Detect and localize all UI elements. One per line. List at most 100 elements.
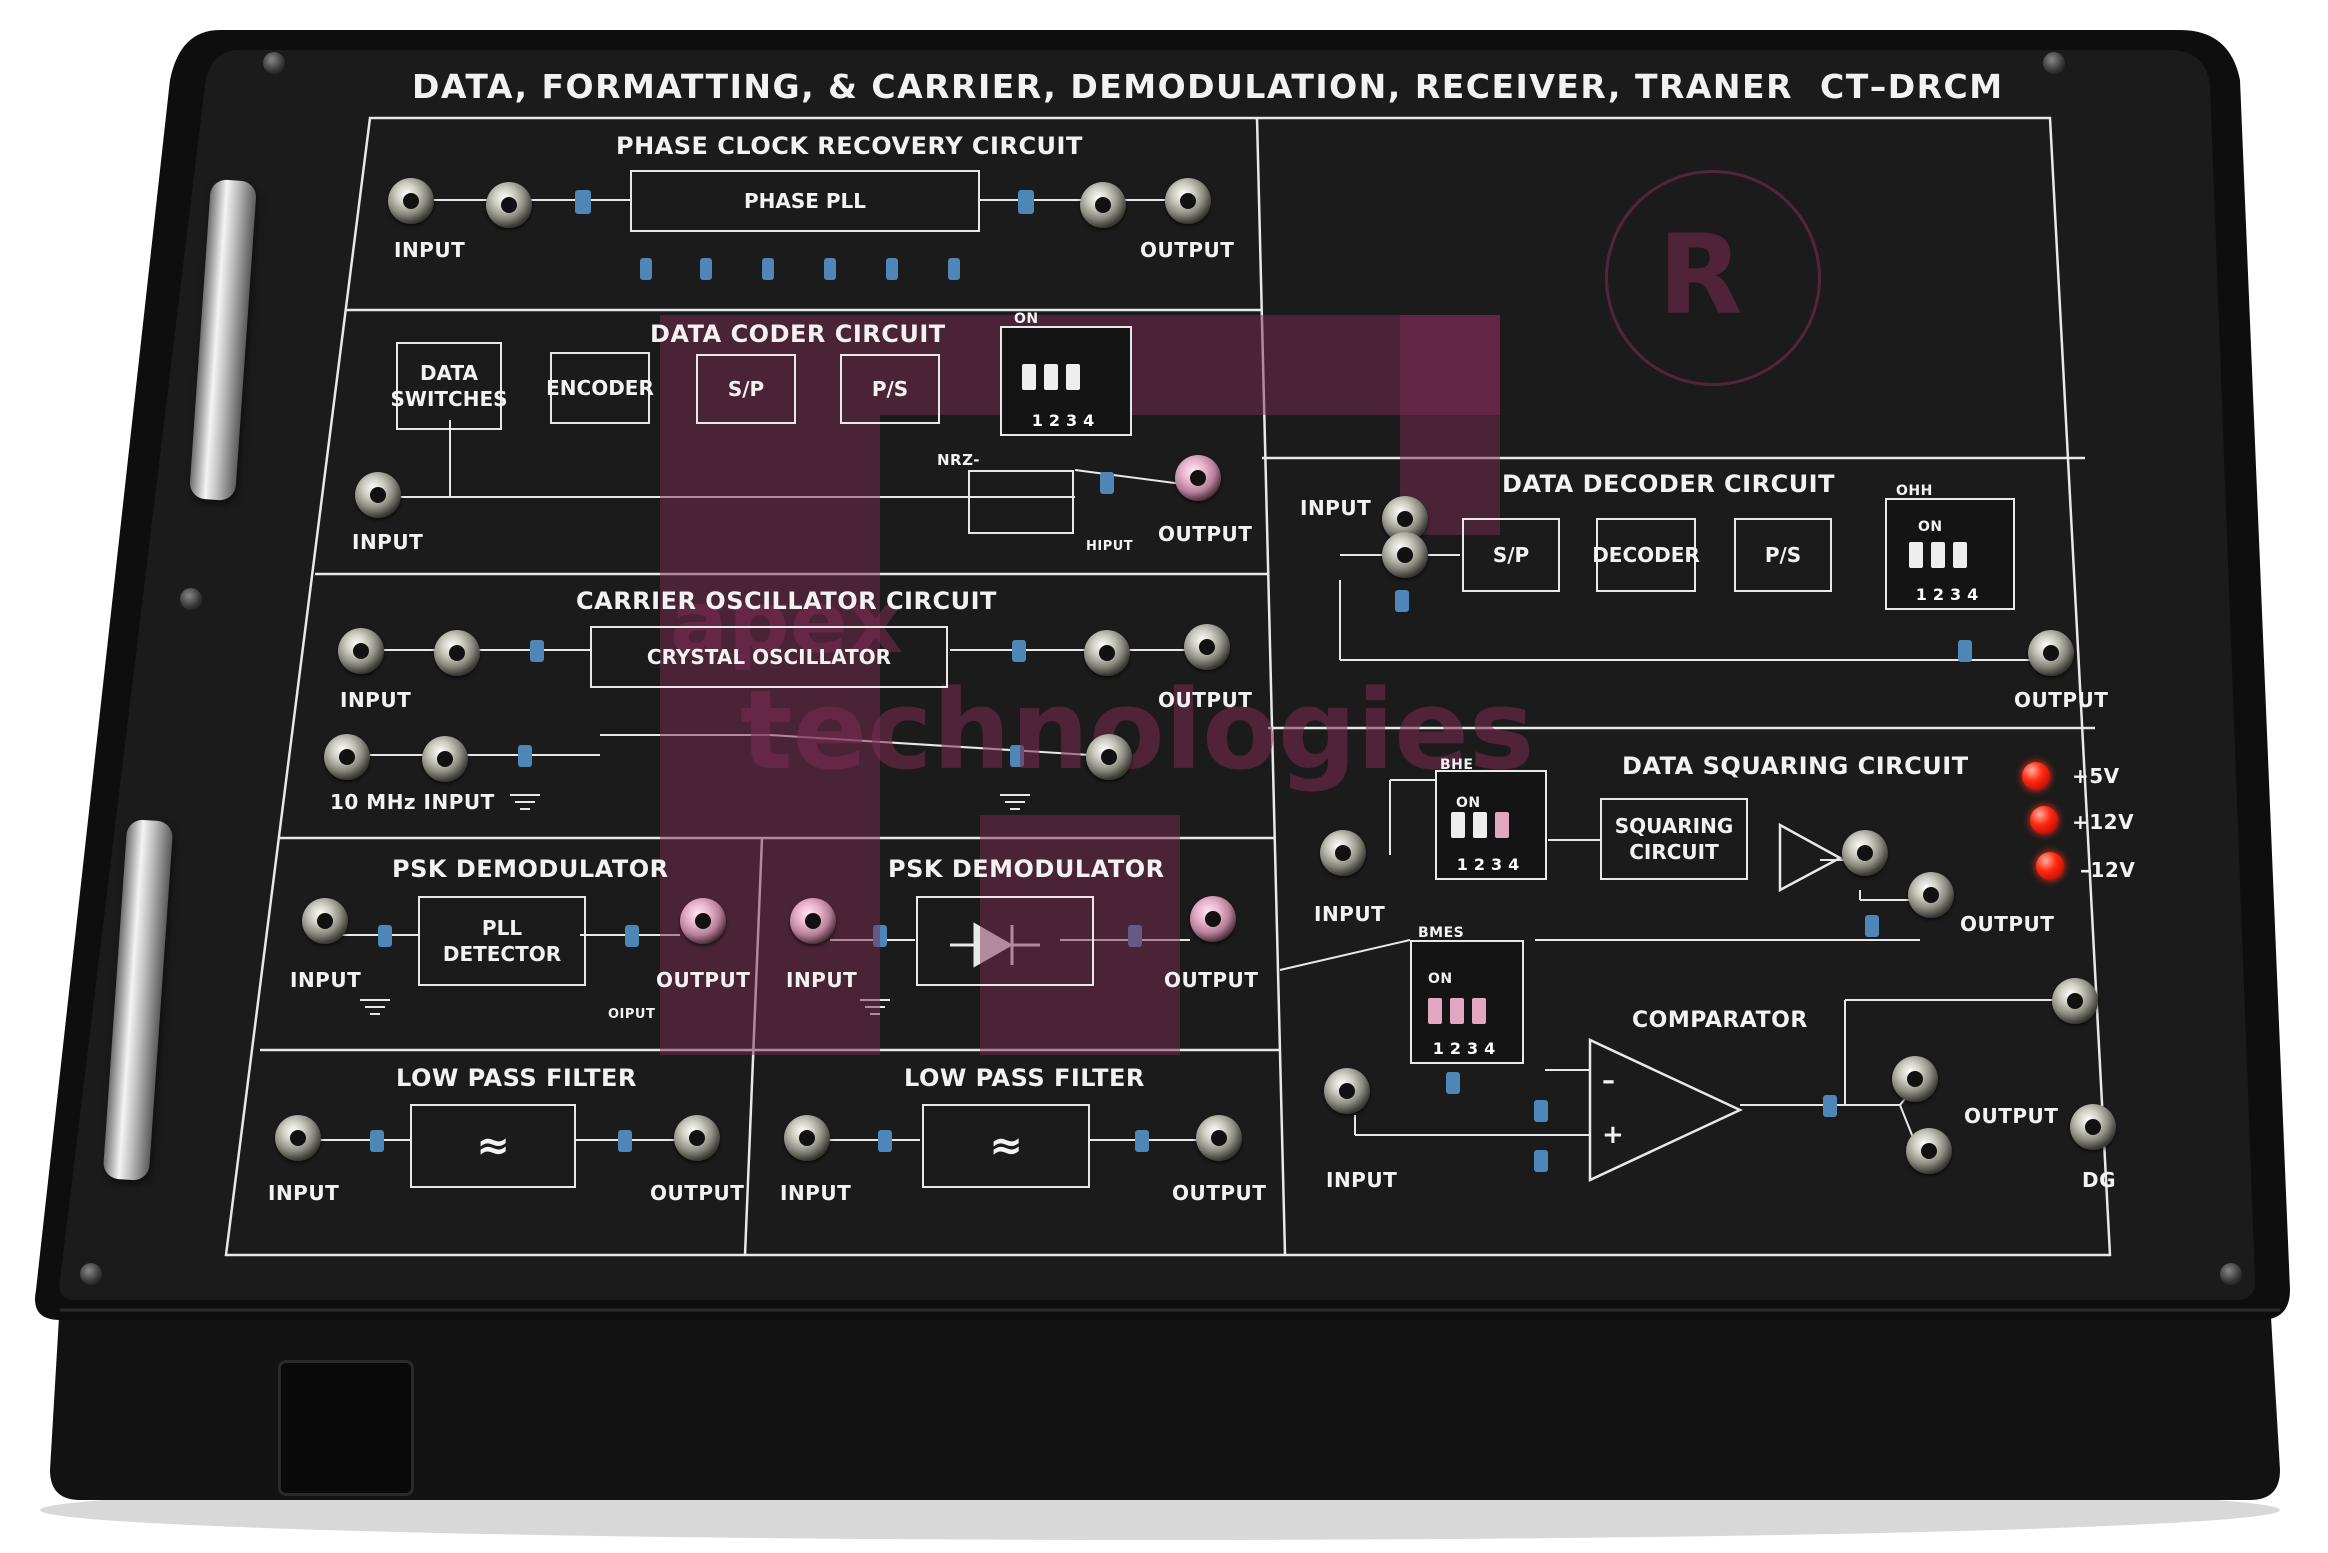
psk1-oiput-label: OIPUT	[608, 1007, 656, 1022]
data-decoder-title: DATA DECODER CIRCUIT	[1502, 470, 1835, 498]
signal-wires	[300, 199, 2060, 1156]
phase-clock-output-label: OUTPUT	[1140, 238, 1235, 262]
phase-clock-input-label: INPUT	[394, 238, 466, 262]
carrier-oscillator-title: CARRIER OSCILLATOR CIRCUIT	[576, 587, 997, 615]
decoder-input-label: INPUT	[1300, 496, 1372, 520]
comparator-minus-sign: –	[1602, 1066, 1616, 1096]
watermark-registered-mark: R	[1658, 211, 1743, 339]
led-12v	[2030, 806, 2058, 834]
data-coder-title: DATA CODER CIRCUIT	[650, 320, 946, 348]
carrier-output-label: OUTPUT	[1158, 688, 1253, 712]
lpf2-input-jack[interactable]	[784, 1115, 830, 1161]
lpf1-output-jack[interactable]	[674, 1115, 720, 1161]
coder-dip-numbers: 1234	[1031, 411, 1101, 430]
lpf2-title: LOW PASS FILTER	[904, 1064, 1145, 1092]
carrier-output-jack[interactable]	[1184, 624, 1230, 670]
label-12v: +12V	[2072, 810, 2135, 834]
coder-dip-switch[interactable]: 1234	[1000, 326, 1132, 436]
comparator-dip-on-label: ON	[1428, 971, 1453, 987]
comparator-title: COMPARATOR	[1632, 1008, 1808, 1033]
squaring-input-label: INPUT	[1314, 902, 1386, 926]
model-number: CT–DRCM	[1820, 67, 2004, 106]
data-coder-hiput-label: HIPUT	[1086, 539, 1134, 554]
decoder-dip-top-label: OHH	[1896, 483, 1933, 499]
decoder-input-jack-2[interactable]	[1382, 532, 1428, 578]
carrier-10mhz-out-jack[interactable]	[1086, 734, 1132, 780]
comparator-symbol	[1588, 1038, 1743, 1182]
lpf1-output-label: OUTPUT	[650, 1181, 745, 1205]
buffer-symbol	[1778, 822, 1843, 893]
watermark-registered-circle	[1605, 170, 1821, 386]
squaring-dip-switch[interactable]: 1234	[1435, 770, 1547, 880]
data-coder-output-label: OUTPUT	[1158, 522, 1253, 546]
comparator-dip-switch[interactable]: 1234	[1410, 940, 1524, 1064]
comparator-plus-sign: +	[1602, 1120, 1625, 1150]
comparator-top-jack[interactable]	[2052, 978, 2098, 1024]
phase-clock-mid-jack[interactable]	[486, 182, 532, 228]
label-5v: +5V	[2072, 764, 2120, 788]
squaring-dip-top-label: BHE	[1440, 757, 1474, 773]
squaring-circuit-block: SQUARING CIRCUIT	[1600, 798, 1748, 880]
screw-br	[2220, 1263, 2242, 1285]
coder-dip-on-label: ON	[1014, 311, 1039, 327]
psk2-title: PSK DEMODULATOR	[888, 855, 1165, 883]
squaring-dip-numbers: 1234	[1456, 855, 1526, 874]
carrier-input-jack[interactable]	[338, 628, 384, 674]
psk2-input-label: INPUT	[786, 968, 858, 992]
led-minus12v	[2036, 852, 2064, 880]
data-switches-block: DATA SWITCHES	[390, 342, 508, 430]
coder-ps-block: P/S	[840, 354, 940, 424]
decoder-output-label: OUTPUT	[2014, 688, 2109, 712]
comparator-out-jack-2[interactable]	[1906, 1128, 1952, 1174]
data-coder-input-jack[interactable]	[355, 472, 401, 518]
screw-bl	[80, 1263, 102, 1285]
component-marks	[370, 190, 1972, 1172]
psk2-input-jack[interactable]	[790, 898, 836, 944]
encoder-block: ENCODER	[546, 352, 654, 424]
decoder-output-jack[interactable]	[2028, 630, 2074, 676]
section-lines	[224, 116, 2112, 1257]
comparator-input-jack[interactable]	[1324, 1068, 1370, 1114]
psk1-title: PSK DEMODULATOR	[392, 855, 669, 883]
squaring-input-jack[interactable]	[1320, 830, 1366, 876]
carrier-10mhz-input-jack[interactable]	[324, 734, 370, 780]
phase-clock-out-mid-jack[interactable]	[1080, 182, 1126, 228]
comparator-dg-jack[interactable]	[2070, 1104, 2116, 1150]
label-minus12v: –12V	[2080, 858, 2136, 882]
squaring-output-label: OUTPUT	[1960, 912, 2055, 936]
watermark-brand-line1: apex	[670, 573, 904, 673]
lpf1-title: LOW PASS FILTER	[396, 1064, 637, 1092]
squaring-out-jack-1[interactable]	[1842, 830, 1888, 876]
phase-clock-output-jack[interactable]	[1165, 178, 1211, 224]
lpf1-input-jack[interactable]	[275, 1115, 321, 1161]
coder-sp-block: S/P	[696, 354, 796, 424]
diode-detector-block	[916, 896, 1094, 986]
carrier-mid-jack[interactable]	[434, 630, 480, 676]
psk1-output-jack[interactable]	[680, 898, 726, 944]
coder-nrz-block	[968, 470, 1074, 534]
psk1-input-jack[interactable]	[302, 898, 348, 944]
watermark-brand-line2: technologies	[740, 666, 1535, 794]
phase-clock-title: PHASE CLOCK RECOVERY CIRCUIT	[616, 132, 1083, 160]
psk2-output-jack[interactable]	[1190, 896, 1236, 942]
decoder-dip-switch[interactable]: 1234	[1885, 498, 2015, 610]
comparator-out-jack-1[interactable]	[1892, 1056, 1938, 1102]
decoder-dip-on-label: ON	[1918, 519, 1943, 535]
phase-clock-input-jack[interactable]	[388, 178, 434, 224]
squaring-out-jack-2[interactable]	[1908, 872, 1954, 918]
psk1-input-label: INPUT	[290, 968, 362, 992]
comparator-dip-numbers: 1234	[1432, 1039, 1502, 1058]
lpf2-block: ≈	[922, 1104, 1090, 1188]
decoder-sp-block: S/P	[1462, 518, 1560, 592]
comparator-input-label: INPUT	[1326, 1168, 1398, 1192]
case-lower-body	[50, 1300, 2280, 1500]
panel-title: DATA, FORMATTING, & CARRIER, DEMODULATIO…	[412, 67, 1793, 106]
data-coder-output-jack[interactable]	[1175, 455, 1221, 501]
carrier-out-mid-jack[interactable]	[1084, 630, 1130, 676]
lpf2-output-jack[interactable]	[1196, 1115, 1242, 1161]
carrier-10mhz-label: 10 MHz INPUT	[330, 790, 495, 814]
latch[interactable]	[278, 1360, 414, 1496]
lpf2-output-label: OUTPUT	[1172, 1181, 1267, 1205]
phase-pll-block: PHASE PLL	[630, 170, 980, 232]
carrier-10mhz-mid-jack[interactable]	[422, 736, 468, 782]
